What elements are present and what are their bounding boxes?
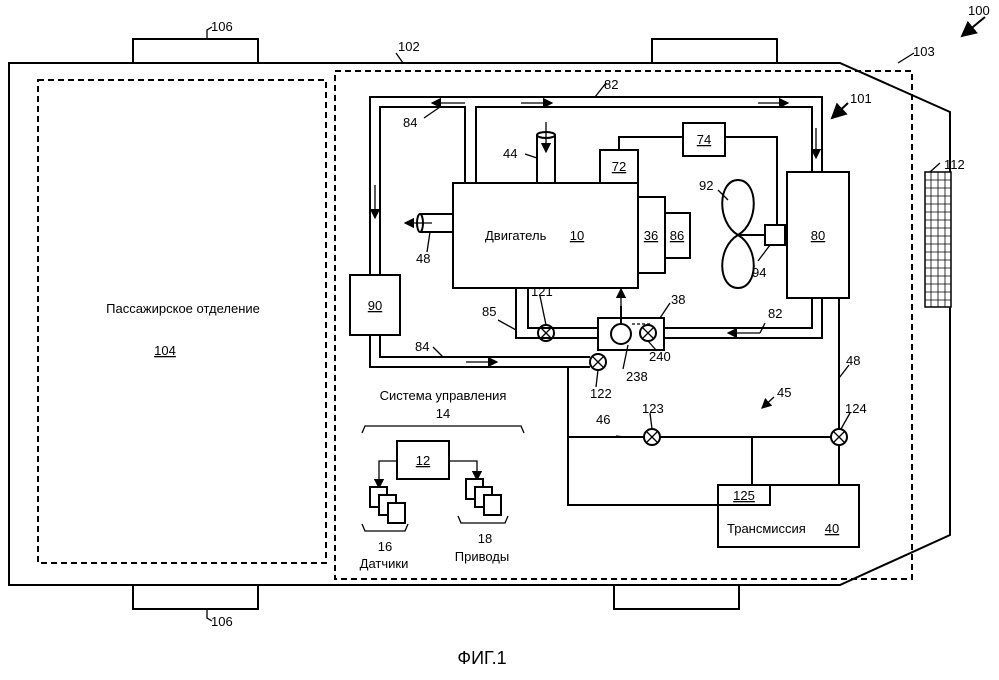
ref-90: 90 bbox=[368, 298, 382, 313]
ref-74: 74 bbox=[697, 132, 711, 147]
valve-122 bbox=[590, 354, 606, 370]
ref-101-arrow bbox=[832, 103, 848, 118]
coolant-return-82 bbox=[664, 298, 812, 328]
engine-label: Двигатель bbox=[485, 228, 547, 243]
ref-94: 94 bbox=[752, 265, 766, 280]
ref-18: 18 bbox=[478, 531, 492, 546]
coolant-line-upper-inner bbox=[476, 107, 812, 183]
ref-84-bottom: 84 bbox=[415, 339, 429, 354]
ref-104: 104 bbox=[154, 343, 176, 358]
sensors-16 bbox=[370, 487, 405, 523]
ref-44: 44 bbox=[503, 146, 517, 161]
control-system-bracket bbox=[362, 426, 524, 433]
ref-101: 101 bbox=[850, 91, 872, 106]
ref-80: 80 bbox=[811, 228, 825, 243]
ref-124: 124 bbox=[845, 401, 867, 416]
ref-106-top: 106 bbox=[211, 19, 233, 34]
ref-102: 102 bbox=[398, 39, 420, 54]
ref-72: 72 bbox=[612, 159, 626, 174]
fan-motor-94 bbox=[765, 225, 785, 245]
ref-92: 92 bbox=[699, 178, 713, 193]
ref-125: 125 bbox=[733, 488, 755, 503]
passenger-compartment-box bbox=[38, 80, 326, 563]
wheel-rear-left bbox=[652, 39, 777, 63]
ref-36: 36 bbox=[644, 228, 658, 243]
ref-122: 122 bbox=[590, 386, 612, 401]
actuator-signal-line bbox=[449, 461, 477, 480]
ref-240: 240 bbox=[649, 349, 671, 364]
valve-123 bbox=[644, 429, 660, 445]
ref-12: 12 bbox=[416, 453, 430, 468]
ref-85: 85 bbox=[482, 304, 496, 319]
ref-100: 100 bbox=[968, 3, 990, 18]
ref-103: 103 bbox=[913, 44, 935, 59]
ref-48-engine: 48 bbox=[416, 251, 430, 266]
ref-82-bottom: 82 bbox=[768, 306, 782, 321]
sensor-signal-line bbox=[379, 461, 397, 488]
passenger-compartment-label: Пассажирское отделение bbox=[106, 301, 260, 316]
ref-84-top: 84 bbox=[403, 115, 417, 130]
ref-238: 238 bbox=[626, 369, 648, 384]
ref-10: 10 bbox=[570, 228, 584, 243]
ref-123: 123 bbox=[642, 401, 664, 416]
ref-38: 38 bbox=[671, 292, 685, 307]
ref-82-top: 82 bbox=[604, 77, 618, 92]
ref-45-arrow bbox=[762, 397, 774, 408]
actuators-bracket bbox=[458, 516, 508, 523]
valve-124 bbox=[831, 429, 847, 445]
ref-106-bottom: 106 bbox=[211, 614, 233, 629]
ref-100-arrow bbox=[962, 17, 985, 36]
ref-46: 46 bbox=[596, 412, 610, 427]
control-system-label: Система управления bbox=[380, 388, 507, 403]
wheel-front-left bbox=[133, 39, 258, 63]
ref-86: 86 bbox=[670, 228, 684, 243]
ref-112: 112 bbox=[944, 157, 965, 172]
coolant-return-82-outer bbox=[664, 298, 822, 338]
ref-48-line: 48 bbox=[846, 353, 860, 368]
ref-16: 16 bbox=[378, 539, 392, 554]
actuators-18 bbox=[466, 479, 501, 515]
ref-14: 14 bbox=[436, 406, 450, 421]
ref-40: 40 bbox=[825, 521, 839, 536]
ref-45: 45 bbox=[777, 385, 791, 400]
wheel-rear-right bbox=[614, 585, 739, 609]
sensors-bracket bbox=[362, 524, 408, 531]
actuators-label: Приводы bbox=[455, 549, 509, 564]
figure-caption: ФИГ.1 bbox=[457, 648, 506, 668]
ref-121: 121 bbox=[531, 284, 553, 299]
sensors-label: Датчики bbox=[360, 556, 409, 571]
line-72-74 bbox=[619, 137, 683, 150]
wheel-front-right bbox=[133, 585, 258, 609]
transmission-label: Трансмиссия bbox=[727, 521, 806, 536]
